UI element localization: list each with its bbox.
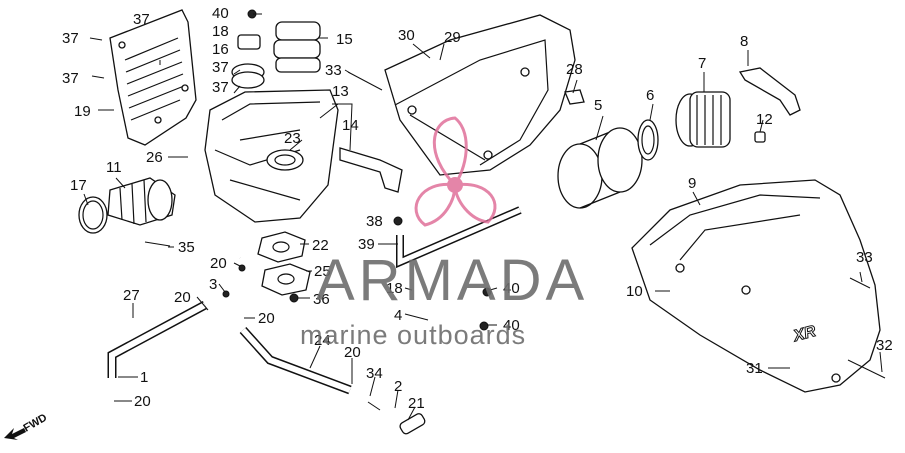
- part-label: 30: [398, 27, 415, 44]
- intake-boot: [78, 177, 176, 234]
- part-label: 37: [212, 79, 229, 96]
- part-label: 11: [106, 159, 122, 176]
- part-label: 32: [876, 337, 893, 354]
- part-label: 20: [210, 255, 227, 272]
- part-label: 18: [212, 23, 229, 40]
- part-label: 40: [503, 280, 520, 297]
- leader-lines: [83, 13, 883, 421]
- upper-seal-parts: [231, 9, 321, 89]
- part-labels: 37 37 37 19 40 18 16 37 37 15 33 30 29 2…: [62, 5, 893, 412]
- part-label: 40: [503, 317, 520, 334]
- part-label: 20: [344, 344, 361, 361]
- side-cover: XR: [631, 179, 881, 393]
- part-label: 23: [284, 130, 301, 147]
- part-label: 40: [212, 5, 229, 22]
- forward-arrow: [4, 428, 26, 440]
- part-label: 20: [134, 393, 151, 410]
- watermark-brand: ARMADA: [316, 248, 588, 313]
- part-label: 34: [366, 365, 383, 382]
- part-label: 31: [746, 360, 763, 377]
- part-label: 4: [394, 307, 402, 324]
- part-label: 37: [62, 70, 79, 87]
- hoses: [107, 301, 426, 435]
- bracket: [339, 147, 403, 193]
- part-label: 20: [258, 310, 275, 327]
- part-label: 3: [209, 276, 217, 293]
- part-label: 9: [688, 175, 696, 192]
- part-label: 37: [62, 30, 79, 47]
- part-label: 12: [756, 111, 773, 128]
- part-label: 20: [174, 289, 191, 306]
- part-label: 33: [856, 249, 873, 266]
- part-label: 10: [626, 283, 643, 300]
- part-label: 39: [358, 236, 375, 253]
- part-label: 16: [212, 41, 229, 58]
- drain-tube: [396, 206, 522, 269]
- part-label: 35: [178, 239, 195, 256]
- watermark-tagline: marine outboards: [300, 320, 526, 350]
- part-label: 38: [366, 213, 383, 230]
- fwd-label: FWD: [22, 412, 50, 435]
- part-label: 21: [408, 395, 425, 412]
- part-label: 22: [312, 237, 329, 254]
- part-label: 33: [325, 62, 342, 79]
- part-label: 37: [212, 59, 229, 76]
- filter-element-parts: [557, 67, 801, 209]
- part-label: 14: [342, 117, 359, 134]
- part-label: 5: [594, 97, 602, 114]
- svg-text:XR: XR: [791, 323, 818, 346]
- part-label: 28: [566, 61, 583, 78]
- part-label: 13: [332, 83, 349, 100]
- part-label: 19: [74, 103, 91, 120]
- part-label: 25: [314, 263, 331, 280]
- filter-cover: [384, 14, 576, 176]
- part-label: 29: [444, 29, 461, 46]
- part-label: 26: [146, 149, 163, 166]
- side-cover-panel: [109, 9, 197, 146]
- part-label: 27: [123, 287, 140, 304]
- part-label: 1: [140, 369, 148, 386]
- part-label: 18: [386, 280, 403, 297]
- part-label: 24: [314, 332, 331, 349]
- part-label: 8: [740, 33, 748, 50]
- watermark-logo: [414, 116, 497, 227]
- flange-parts: [257, 231, 311, 296]
- bolts: [144, 71, 886, 411]
- part-label: 17: [70, 177, 87, 194]
- part-label: 37: [133, 11, 150, 28]
- air-box-housing: [204, 89, 339, 223]
- part-label: 6: [646, 87, 654, 104]
- part-label: 36: [313, 291, 330, 308]
- part-label: 2: [394, 378, 402, 395]
- part-label: 15: [336, 31, 353, 48]
- part-label: 7: [698, 55, 706, 72]
